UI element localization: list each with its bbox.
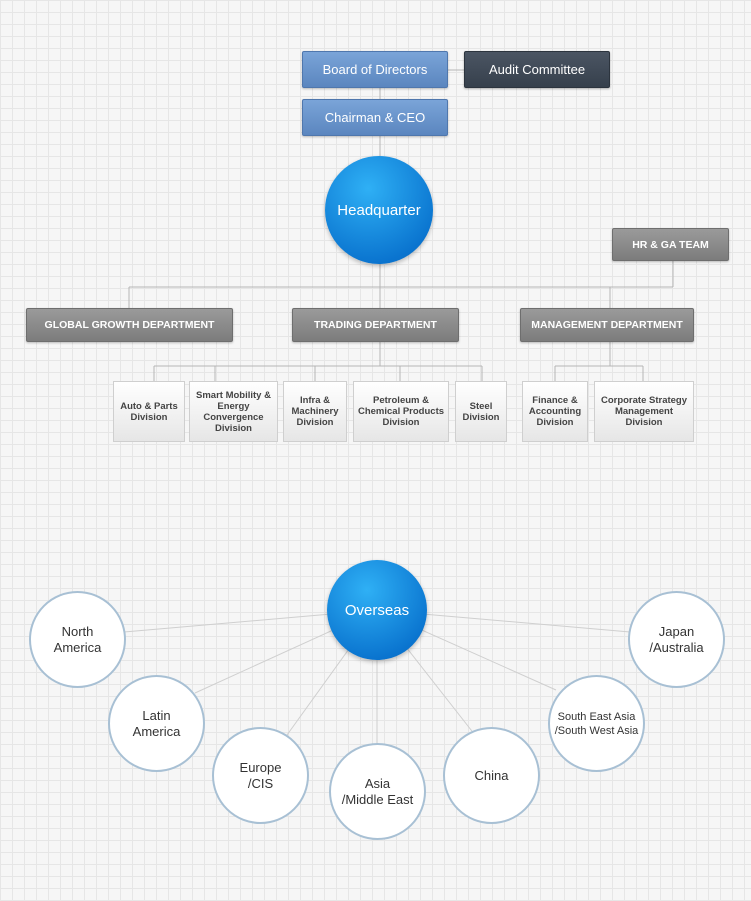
audit-committee-label: Audit Committee xyxy=(488,62,586,77)
board-of-directors-label: Board of Directors xyxy=(322,62,428,77)
global-growth-department-label: GLOBAL GROWTH DEPARTMENT xyxy=(44,319,215,331)
region-japan-australia: Japan /Australia xyxy=(628,591,725,688)
trading-department-label: TRADING DEPARTMENT xyxy=(314,319,437,331)
chairman-ceo-label: Chairman & CEO xyxy=(324,110,426,125)
division-finance-accounting: Finance & Accounting Division xyxy=(522,381,588,442)
division-petroleum-chemical: Petroleum & Chemical Products Division xyxy=(353,381,449,442)
headquarter-node: Headquarter xyxy=(325,156,433,264)
hr-ga-team-box: HR & GA TEAM xyxy=(612,228,729,261)
region-china: China xyxy=(443,727,540,824)
management-department-box: MANAGEMENT DEPARTMENT xyxy=(520,308,694,342)
headquarter-label: Headquarter xyxy=(337,201,421,219)
division-corporate-strategy: Corporate Strategy Management Division xyxy=(594,381,694,442)
region-asia-middle-east: Asia /Middle East xyxy=(329,743,426,840)
division-smart-mobility: Smart Mobility & Energy Convergence Divi… xyxy=(189,381,278,442)
audit-committee-box: Audit Committee xyxy=(464,51,610,88)
region-latin-america: Latin America xyxy=(108,675,205,772)
global-growth-department-box: GLOBAL GROWTH DEPARTMENT xyxy=(26,308,233,342)
management-department-label: MANAGEMENT DEPARTMENT xyxy=(531,319,683,331)
chairman-ceo-box: Chairman & CEO xyxy=(302,99,448,136)
region-north-america: North America xyxy=(29,591,126,688)
overseas-label: Overseas xyxy=(344,601,410,619)
board-of-directors-box: Board of Directors xyxy=(302,51,448,88)
overseas-node: Overseas xyxy=(327,560,427,660)
division-auto-parts: Auto & Parts Division xyxy=(113,381,185,442)
hr-ga-team-label: HR & GA TEAM xyxy=(632,238,709,251)
division-infra-machinery: Infra & Machinery Division xyxy=(283,381,347,442)
division-steel: Steel Division xyxy=(455,381,507,442)
region-europe-cis: Europe /CIS xyxy=(212,727,309,824)
trading-department-box: TRADING DEPARTMENT xyxy=(292,308,459,342)
region-south-east-asia: South East Asia /South West Asia xyxy=(548,675,645,772)
